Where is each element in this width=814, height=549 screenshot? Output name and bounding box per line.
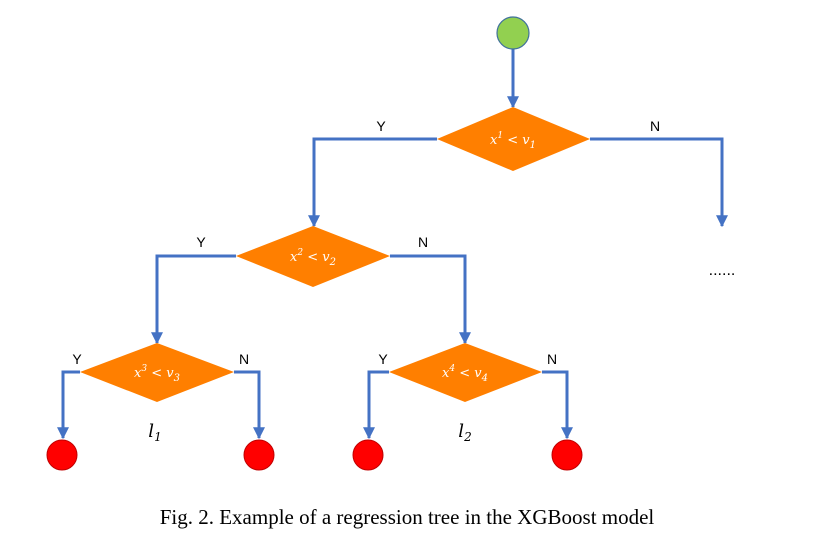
branch-label-n2-no: N — [418, 234, 428, 250]
condition-4: x4 < v4 — [442, 364, 488, 384]
edge-n4-yes — [363, 370, 389, 440]
root-node — [496, 16, 530, 50]
condition-1: x1 < v1 — [490, 131, 536, 151]
leaf-node-2 — [243, 439, 275, 471]
branch-label-n3-no: N — [239, 351, 249, 367]
edge-n4-no — [542, 370, 573, 440]
decision-node-1 — [437, 107, 590, 171]
leaf-label-l1: l1 — [148, 421, 161, 444]
branch-label-n1-no: N — [650, 118, 660, 134]
decision-node-4 — [389, 343, 542, 402]
leaf-label-l2: l2 — [458, 421, 471, 444]
condition-2: x2 < v2 — [290, 248, 336, 268]
edge-n1-no — [590, 137, 728, 228]
leaf-node-3 — [352, 439, 384, 471]
edge-n3-no — [234, 370, 265, 440]
branch-label-n4-no: N — [547, 351, 557, 367]
decision-node-3 — [80, 343, 234, 402]
decision-node-2 — [236, 226, 390, 287]
edge-n2-yes — [151, 254, 236, 345]
leaf-node-4 — [551, 439, 583, 471]
leaf-node-1 — [46, 439, 78, 471]
condition-3: x3 < v3 — [134, 364, 180, 384]
edge-n1-yes — [308, 137, 437, 228]
edge-n2-no — [390, 254, 471, 345]
branch-label-n4-yes: Y — [378, 351, 388, 367]
edge-n3-yes — [57, 370, 80, 440]
branch-label-n1-yes: Y — [376, 118, 386, 134]
figure-caption: Fig. 2. Example of a regression tree in … — [159, 505, 655, 529]
branch-label-n2-yes: Y — [196, 234, 206, 250]
branch-label-n3-yes: Y — [72, 351, 82, 367]
continuation-dots: ...... — [709, 262, 736, 279]
